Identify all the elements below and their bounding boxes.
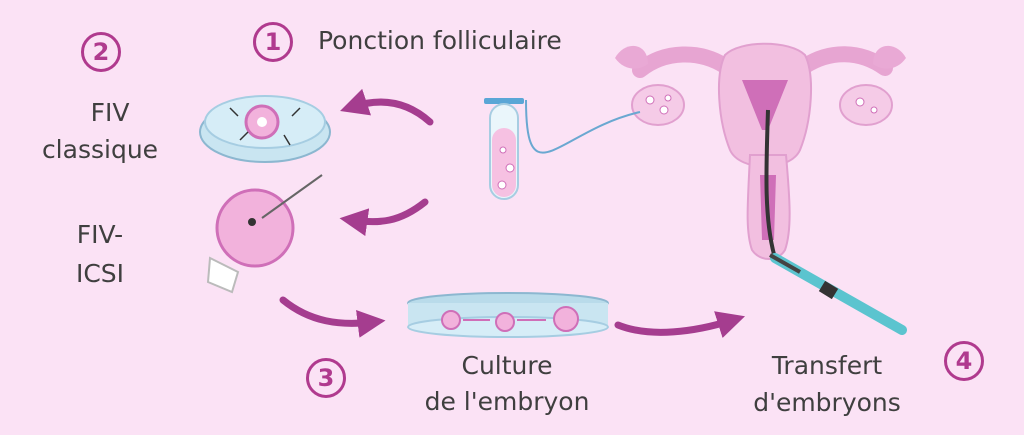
step-2-icsi-line2: ICSI [75,259,125,288]
arrow-to-culture [279,296,386,338]
icsi-illustration [206,174,323,294]
step-2-classic-line1: FIV [90,98,130,127]
step-3-label-line2: de l'embryon [424,387,590,416]
classic-ivf-dish [199,95,331,163]
step-4-label-line2: d'embryons [753,388,901,417]
step-1-number: 1 [253,22,293,62]
step-2-number: 2 [81,32,121,72]
arrow-to-icsi [339,198,429,237]
arrow-to-classic [340,88,434,126]
uterus-illustration [615,42,906,260]
step-4-label-line1: Transfert [771,351,883,380]
step-2-classic-line2: classique [41,135,159,164]
process-arrows [279,88,746,338]
culture-dish [407,292,609,338]
step-1-label: Ponction folliculaire [318,26,562,55]
step-4-number: 4 [944,341,984,381]
arrow-to-transfer [614,311,746,338]
step-2-icsi-line1: FIV- [76,220,124,249]
step-3-label-line1: Culture [461,351,553,380]
embryo-transfer-syringe [764,109,907,335]
follicle-aspiration-tube [484,98,641,200]
step-3-number: 3 [306,358,346,398]
